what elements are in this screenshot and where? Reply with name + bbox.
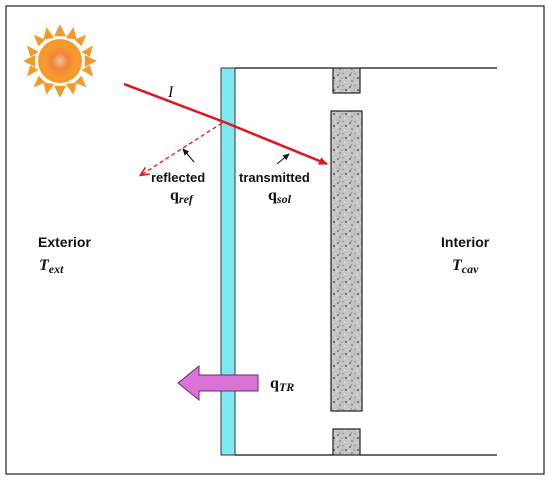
radiation-arrow (177, 364, 259, 402)
transmitted-symbol: qsol (268, 187, 292, 206)
radiation-symbol: qTR (270, 375, 294, 394)
interior-temperature: Tcav (452, 257, 479, 276)
transmitted-ray (223, 120, 328, 166)
incident-ray (123, 82, 225, 124)
reflected-ray (141, 122, 223, 175)
exterior-label: Exterior (38, 234, 91, 250)
reflected-label: reflected (151, 170, 205, 185)
interior-label: Interior (441, 234, 490, 250)
transmitted-pointer (276, 153, 290, 165)
sun-icon (23, 24, 97, 98)
wall-block-top (332, 67, 361, 94)
wall-block-bottom (332, 428, 361, 456)
reflected-symbol: qref (170, 187, 194, 206)
outer-border (5, 5, 545, 475)
glass-pane (220, 67, 236, 456)
reflected-pointer (182, 148, 195, 163)
ray-label: I (167, 84, 174, 101)
absorber-wall (330, 110, 363, 412)
exterior-temperature: Text (39, 257, 64, 276)
transmitted-label: transmitted (239, 170, 310, 185)
